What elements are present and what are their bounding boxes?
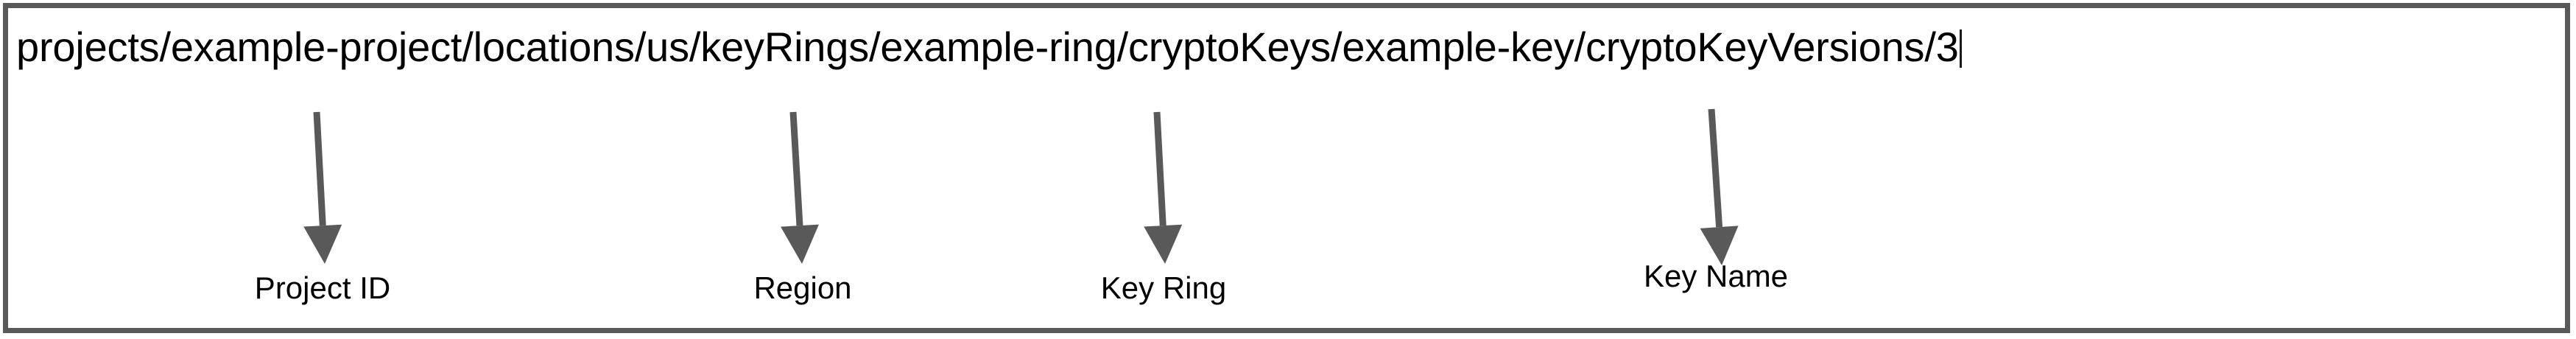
arrow-head [1700,226,1739,265]
arrow-shaft [789,111,803,226]
resource-path-value: projects/example-project/locations/us/ke… [16,24,1959,70]
text-caret [1959,29,1962,68]
arrow-head [1144,224,1183,264]
annotation-arrow-3 [1144,111,1183,264]
annotation-label-project-id: Project ID [254,270,391,305]
resource-path-text[interactable]: projects/example-project/locations/us/ke… [16,25,1962,69]
annotation-label-key-ring: Key Ring [1100,270,1227,305]
annotation-arrow-4 [1700,108,1739,265]
arrow-shaft [1153,111,1166,226]
annotation-arrow-1 [303,111,342,264]
arrow-head [303,224,342,264]
arrow-shaft [1708,108,1723,228]
annotation-label-region: Region [753,270,852,305]
annotation-label-key-name: Key Name [1643,259,1789,293]
annotation-arrow-2 [781,111,819,264]
arrow-head [781,224,819,264]
arrow-shaft [313,111,326,226]
